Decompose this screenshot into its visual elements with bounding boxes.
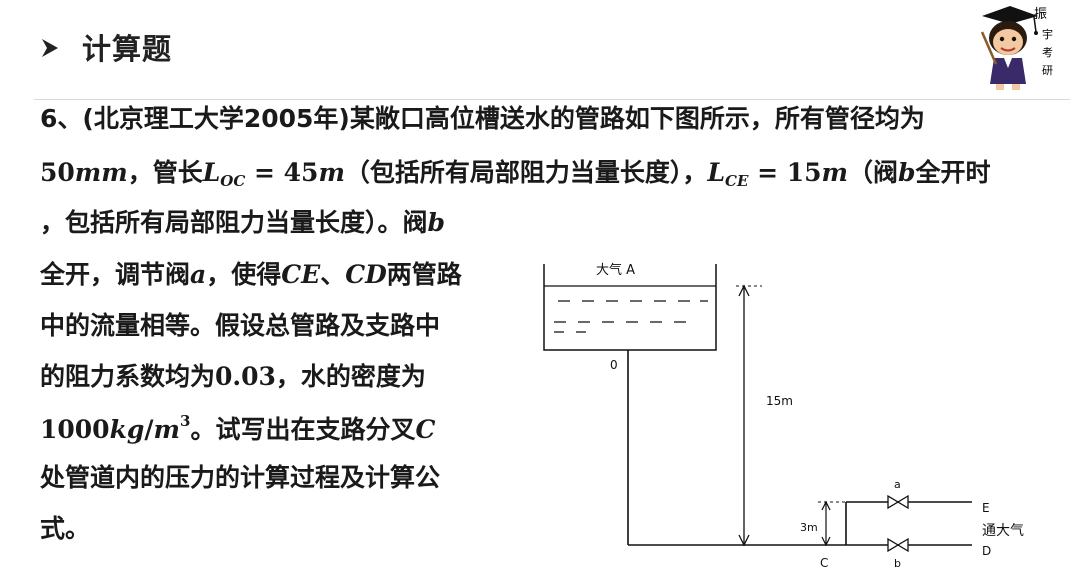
problem-line-6: 的阻力系数均为0.03，水的密度为 [40, 362, 426, 391]
problem-line-9: 式。 [40, 514, 91, 543]
point-c-label: C [820, 556, 828, 570]
header-divider [34, 99, 1070, 100]
section-title: 计算题 [82, 32, 173, 66]
tank-outline [543, 264, 717, 351]
logo-char-1: 振 [1034, 7, 1047, 22]
point-o-label: 0 [610, 358, 618, 372]
tank-label: 大气 A [596, 262, 635, 278]
arrow-bullet-icon [42, 39, 58, 57]
point-d-label: D [982, 544, 991, 558]
dim-15m-arrow-bottom [738, 534, 750, 547]
water-dashes [554, 300, 708, 333]
problem-line-8: 处管道内的压力的计算过程及计算公 [40, 463, 441, 492]
mascot-logo-icon: 振 宇 考 研 [980, 6, 1053, 90]
logo-char-4: 研 [1042, 64, 1053, 77]
valve-b-label: b [894, 557, 901, 570]
valve-a-icon [887, 494, 909, 510]
logo-char-3: 考 [1042, 46, 1053, 59]
point-e-label: E [982, 501, 990, 515]
problem-line-3: ，包括所有局部阻力当量长度）。阀b [40, 208, 445, 237]
valve-a-label: a [894, 478, 901, 491]
problem-line-5: 中的流量相等。假设总管路及支路中 [40, 311, 441, 340]
height-3m-label: 3m [800, 521, 818, 534]
problem-line-1: 6、(北京理工大学2005年)某敞口高位槽送水的管路如下图所示，所有管径均为 [40, 104, 925, 133]
problem-line-2: 50mm，管长LOC = 45m（包括所有局部阻力当量长度），LCE = 15m… [40, 158, 991, 190]
problem-line-4: 全开，调节阀a，使得CE、CD两管路 [40, 260, 462, 289]
valve-b-icon [887, 537, 909, 553]
atmosphere-outlet-label: 通大气 [982, 523, 1024, 539]
height-15m-label: 15m [766, 394, 793, 408]
dim-3m-arrow-bottom [821, 536, 831, 547]
logo-char-2: 宇 [1042, 28, 1053, 41]
problem-line-7: 1000kg/m3。试写出在支路分叉C [40, 412, 436, 444]
pipe-system-diagram: 大气 A 0 a b 15m 3m C E D 通大气 [543, 262, 1024, 570]
